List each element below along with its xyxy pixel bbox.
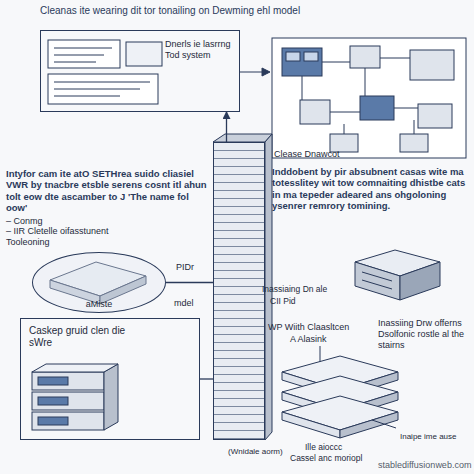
connector (226, 112, 227, 142)
diagram-title: Cleanas ite wearing dit tor tonailing on… (40, 5, 400, 17)
connector (200, 378, 213, 379)
connector (166, 282, 213, 283)
annotation: mdel (174, 298, 194, 309)
annotation: Inassiing Drw offerns Dsolfonic rostle a… (378, 318, 470, 350)
annotation: Inddobent by pir absubnent casas wite ma… (272, 166, 468, 212)
node-label: aMiste (33, 299, 165, 310)
annotation: Intyfor cam ite atO SETHrea suido cliasi… (6, 168, 211, 214)
annotation: Tooleoning (6, 237, 50, 248)
annotation: – IIR Cletelle oifasstunent (6, 226, 109, 237)
annotation: Inassiaing Dn ale (262, 284, 354, 294)
annotation: A Alasink (290, 334, 327, 345)
node-label: Caskep gruid clen die sWre (29, 325, 149, 349)
annotation: WP Wiith Claasltcen (268, 322, 349, 333)
annotation: Ille aioccc (305, 442, 342, 452)
annotation: (Wnidale aorm) (228, 447, 283, 457)
annotation: Inaipe ime ause (400, 432, 470, 442)
annotation: Cassel anc moriopl (290, 453, 362, 463)
node-box: Caskep gruid clen die sWre (20, 318, 200, 440)
node-label: Dnerls ie lasrrng Tod system (165, 39, 235, 61)
node-box: Dnerls ie lasrrng Tod system (40, 30, 240, 112)
node-label: Clease Dnawcot (274, 149, 340, 160)
annotation: PIDr (176, 262, 194, 273)
watermark: stablediffusionweb.com (378, 460, 471, 471)
node-box: aMiste (32, 252, 166, 313)
annotation: – Conmg (6, 216, 43, 227)
annotation: CII Pid (270, 296, 296, 306)
node-box: Clease Dnawcot (213, 142, 265, 440)
